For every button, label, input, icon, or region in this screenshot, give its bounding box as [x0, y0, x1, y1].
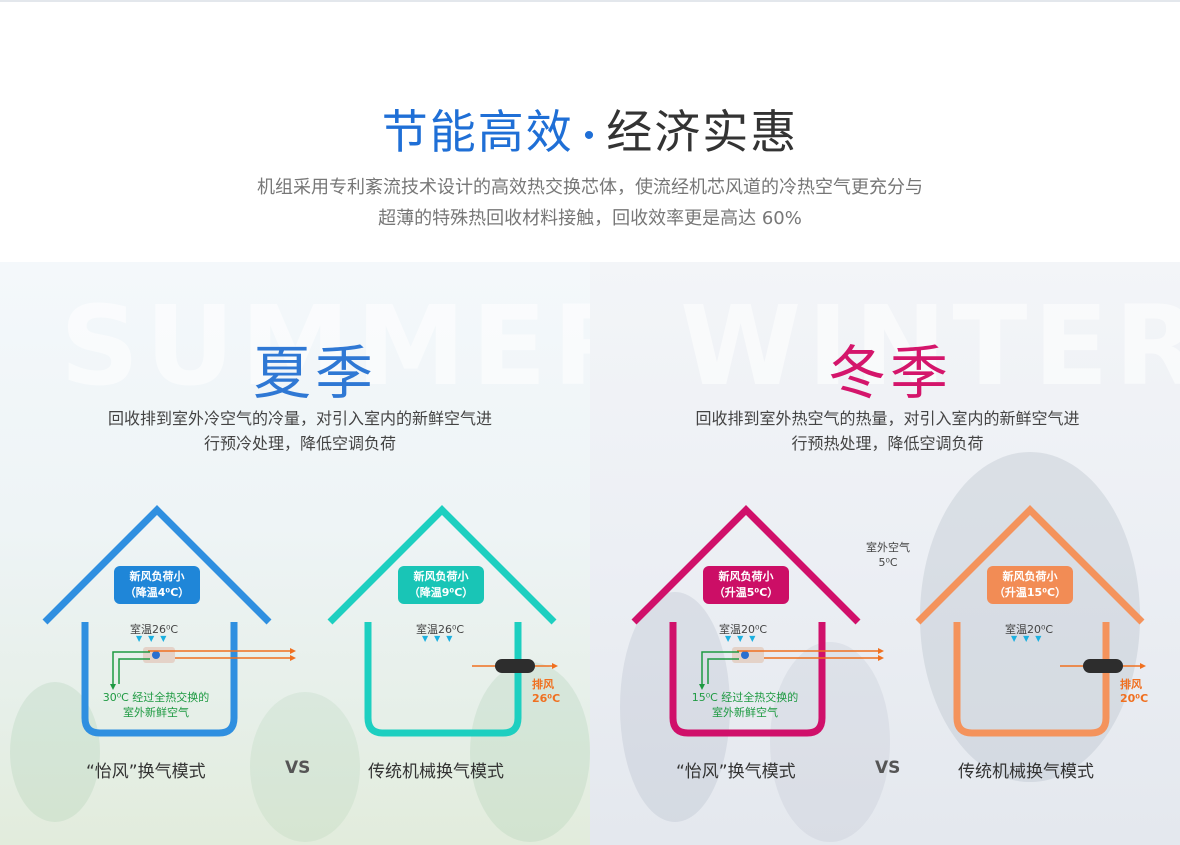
badge-line2: （降温9⁰C）: [408, 586, 474, 599]
intake-arrowhead: [878, 655, 884, 661]
subtitle-line1: 机组采用专利紊流技术设计的高效热交换芯体，使流经机芯风道的冷热空气更充分与: [257, 177, 923, 198]
summer-panel: SUMMER: [0, 262, 590, 845]
page-subtitle: 机组采用专利紊流技术设计的高效热交换芯体，使流经机芯风道的冷热空气更充分与 超薄…: [0, 172, 1180, 234]
winter-mode-2: 传统机械换气模式: [958, 762, 1094, 782]
outdoor-label: 室外空气: [866, 541, 910, 554]
fresh-air-arrowhead: [699, 684, 705, 690]
summer-title: 夏季: [252, 339, 377, 407]
fresh-line1: 15⁰C 经过全热交换的: [691, 691, 799, 704]
vent-triangles: ▼▼▼: [725, 634, 762, 643]
winter-mode-1: “怡风”换气模式: [676, 762, 796, 782]
badge-line1: 新风负荷小: [1002, 570, 1058, 583]
vent-triangles: ▼▼▼: [1011, 634, 1048, 643]
bg-tree: [250, 692, 360, 842]
summer-house-1: [42, 505, 272, 737]
badge-line2: （降温4⁰C）: [124, 586, 190, 599]
winter-house2-room-temp: 室温20⁰C: [1005, 623, 1054, 636]
summer-vs: VS: [285, 758, 311, 778]
fresh-air-arrow-line: [118, 658, 150, 684]
winter-fresh-air-label: 15⁰C 经过全热交换的 室外新鲜空气: [685, 690, 805, 720]
winter-title: 冬季: [827, 339, 952, 407]
exhaust-temp: 26⁰C: [532, 692, 561, 705]
fresh-air-arrow-line: [701, 651, 739, 684]
house-roof: [631, 505, 861, 625]
exchanger-core: [152, 651, 160, 659]
badge-line1: 新风负荷小: [718, 570, 774, 583]
top-divider: [0, 0, 1180, 2]
summer-desc-line2: 行预冷处理，降低空调负荷: [203, 434, 396, 453]
exhaust-fan: [1083, 659, 1123, 673]
house-walls: [953, 622, 1110, 737]
house-walls: [669, 622, 826, 737]
bg-tree: [470, 662, 590, 842]
winter-panel: WINTER: [590, 262, 1180, 845]
winter-exhaust-label: 排风 20⁰C: [1120, 678, 1148, 706]
summer-mode-2: 传统机械换气模式: [368, 762, 504, 782]
summer-fresh-air-label: 30⁰C 经过全热交换的 室外新鲜空气: [96, 690, 216, 720]
house-roof: [42, 505, 272, 625]
outdoor-temp: 5⁰C: [878, 556, 898, 569]
summer-house1-badge: 新风负荷小 （降温4⁰C）: [114, 566, 200, 604]
summer-desc-line1: 回收排到室外冷空气的冷量，对引入室内的新鲜空气进: [107, 409, 492, 428]
winter-bg-word: WINTER: [680, 282, 1180, 410]
winter-desc-line1: 回收排到室外热空气的热量，对引入室内的新鲜空气进: [695, 409, 1080, 428]
house-roof: [915, 505, 1145, 625]
vent-triangles: ▼▼▼: [136, 634, 173, 643]
exchanger-core: [741, 651, 749, 659]
badge-line1: 新风负荷小: [129, 570, 185, 583]
exhaust-arrowhead: [552, 663, 558, 669]
exhaust-arrowhead: [1140, 663, 1146, 669]
fresh-line1: 30⁰C 经过全热交换的: [102, 691, 210, 704]
summer-mode-1: “怡风”换气模式: [86, 762, 206, 782]
title-part2: 经济实惠: [606, 105, 799, 159]
house-roof: [327, 505, 557, 625]
exhaust-label: 排风: [1120, 678, 1142, 691]
fresh-line2: 室外新鲜空气: [123, 706, 189, 719]
title-part1: 节能高效: [381, 105, 574, 159]
winter-house1-room-temp: 室温20⁰C: [719, 623, 768, 636]
exhaust-arrowhead: [290, 648, 296, 654]
winter-house-1: [631, 505, 861, 737]
summer-house-2: [327, 505, 557, 737]
exhaust-temp: 20⁰C: [1120, 692, 1149, 705]
summer-house1-room-temp: 室温26⁰C: [130, 623, 179, 636]
badge-line2: （升温15⁰C）: [993, 586, 1067, 599]
fresh-air-arrow-line: [707, 658, 739, 684]
winter-desc-line2: 行预热处理，降低空调负荷: [791, 434, 984, 453]
subtitle-line2: 超薄的特殊热回收材料接触，回收效率更是高达 60%: [378, 208, 802, 229]
badge-line2: （升温5⁰C）: [713, 586, 779, 599]
fresh-air-arrowhead: [110, 684, 116, 690]
intake-arrowhead: [290, 655, 296, 661]
summer-bg-word: SUMMER: [60, 282, 590, 410]
winter-description: 回收排到室外热空气的热量，对引入室内的新鲜空气进 行预热处理，降低空调负荷: [665, 406, 1110, 456]
winter-house2-badge: 新风负荷小 （升温15⁰C）: [987, 566, 1073, 604]
house-walls: [364, 622, 522, 737]
exhaust-label: 排风: [532, 678, 554, 691]
winter-vs: VS: [875, 758, 901, 778]
title-dot: •: [583, 118, 597, 153]
bg-tree: [770, 642, 890, 842]
vent-triangles: ▼▼▼: [422, 634, 459, 643]
page-title: 节能高效 • 经济实惠: [0, 96, 1180, 162]
exhaust-arrowhead: [878, 648, 884, 654]
winter-house1-badge: 新风负荷小 （升温5⁰C）: [703, 566, 789, 604]
fresh-air-arrow-line: [112, 651, 150, 684]
winter-house-2: [915, 505, 1145, 737]
fresh-line2: 室外新鲜空气: [712, 706, 778, 719]
summer-description: 回收排到室外冷空气的冷量，对引入室内的新鲜空气进 行预冷处理，降低空调负荷: [80, 406, 520, 456]
summer-exhaust-label: 排风 26⁰C: [532, 678, 560, 706]
outdoor-air-label: 室外空气 5⁰C: [866, 540, 910, 570]
badge-line1: 新风负荷小: [413, 570, 469, 583]
house-walls: [81, 622, 238, 737]
summer-house2-room-temp: 室温26⁰C: [416, 623, 465, 636]
summer-house2-badge: 新风负荷小 （降温9⁰C）: [398, 566, 484, 604]
exhaust-fan: [495, 659, 535, 673]
